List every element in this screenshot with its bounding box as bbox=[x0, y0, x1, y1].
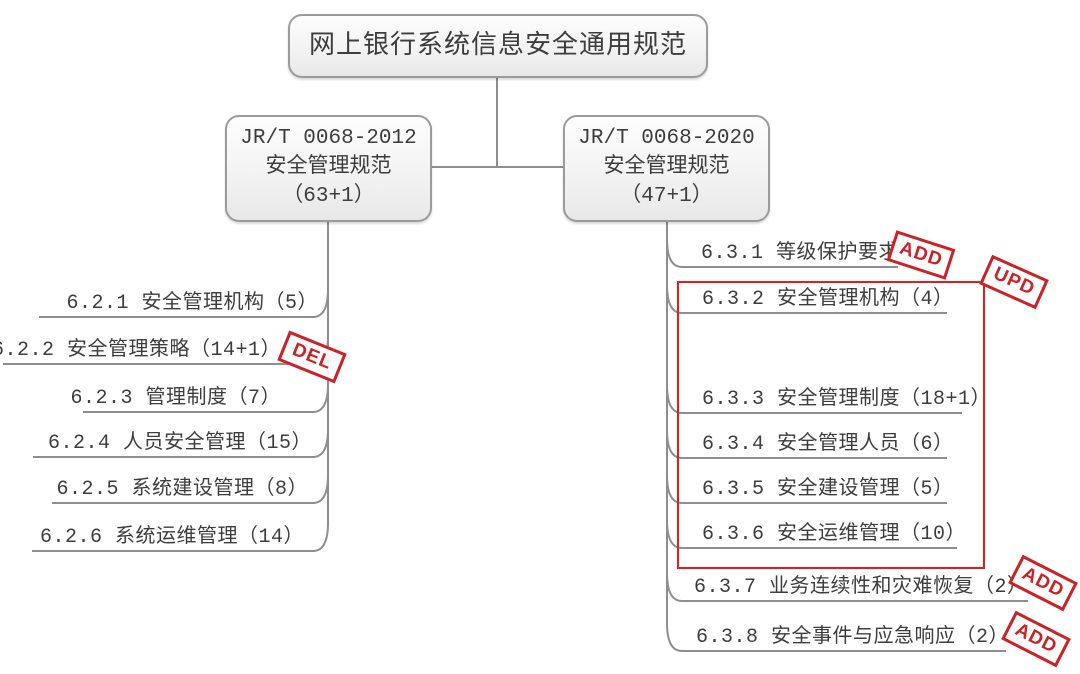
topic-6-2-6[interactable]: 6.2.6 系统运维管理（14） bbox=[39, 526, 304, 549]
right-box-line1: JR/T 0068-2020 bbox=[578, 127, 755, 150]
topic-6-3-2[interactable]: 6.3.2 安全管理机构（4） bbox=[702, 288, 954, 311]
branch-line-638 bbox=[666, 622, 1006, 652]
right-box-line3: （47+1） bbox=[620, 185, 713, 208]
topic-6-3-8[interactable]: 6.3.8 安全事件与应急响应（2） bbox=[696, 626, 1010, 649]
branch-line-636 bbox=[666, 519, 957, 549]
branch-line-631 bbox=[666, 238, 898, 268]
root-topic-label: 网上银行系统信息安全通用规范 bbox=[308, 31, 687, 61]
branch-line-624 bbox=[33, 428, 329, 458]
topic-jrt-0068-2012[interactable]: JR/T 0068-2012 安全管理规范 （63+1） bbox=[225, 115, 432, 222]
branch-line-621 bbox=[39, 288, 329, 318]
branch-line-632 bbox=[666, 284, 947, 314]
right-box-line2: 安全管理规范 bbox=[603, 156, 730, 179]
left-box-line1: JR/T 0068-2012 bbox=[240, 127, 417, 150]
topic-6-2-4[interactable]: 6.2.4 人员安全管理（15） bbox=[47, 432, 312, 455]
topic-6-3-5[interactable]: 6.3.5 安全建设管理（5） bbox=[702, 478, 954, 501]
branch-line-626 bbox=[32, 522, 329, 552]
topic-6-2-2[interactable]: 6.2.2 安全管理策略（14+1） bbox=[0, 339, 281, 362]
branch-line-634 bbox=[666, 429, 947, 459]
topic-6-3-6[interactable]: 6.3.6 安全运维管理（10） bbox=[702, 523, 967, 546]
left-box-line2: 安全管理规范 bbox=[265, 156, 392, 179]
branch-line-635 bbox=[666, 474, 947, 504]
topic-6-2-1[interactable]: 6.2.1 安全管理机构（5） bbox=[66, 292, 318, 315]
branch-line-633 bbox=[666, 384, 962, 414]
topic-6-3-7[interactable]: 6.3.7 业务连续性和灾难恢复（2） bbox=[694, 576, 1028, 599]
topic-6-2-5[interactable]: 6.2.5 系统建设管理（8） bbox=[56, 478, 308, 501]
branch-line-637 bbox=[666, 572, 1028, 602]
branch-line-623 bbox=[83, 383, 329, 413]
topic-6-3-3[interactable]: 6.3.3 安全管理制度（18+1） bbox=[702, 388, 992, 411]
topic-6-2-3[interactable]: 6.2.3 管理制度（7） bbox=[70, 387, 281, 410]
topic-6-3-1[interactable]: 6.3.1 等级保护要求 bbox=[701, 242, 900, 265]
left-box-line3: （63+1） bbox=[282, 185, 375, 208]
topic-6-3-4[interactable]: 6.3.4 安全管理人员（6） bbox=[702, 433, 954, 456]
root-topic[interactable]: 网上银行系统信息安全通用规范 bbox=[288, 14, 708, 78]
branch-line-625 bbox=[52, 474, 329, 504]
update-highlight-rect bbox=[677, 281, 985, 569]
topic-jrt-0068-2020[interactable]: JR/T 0068-2020 安全管理规范 （47+1） bbox=[563, 115, 770, 222]
